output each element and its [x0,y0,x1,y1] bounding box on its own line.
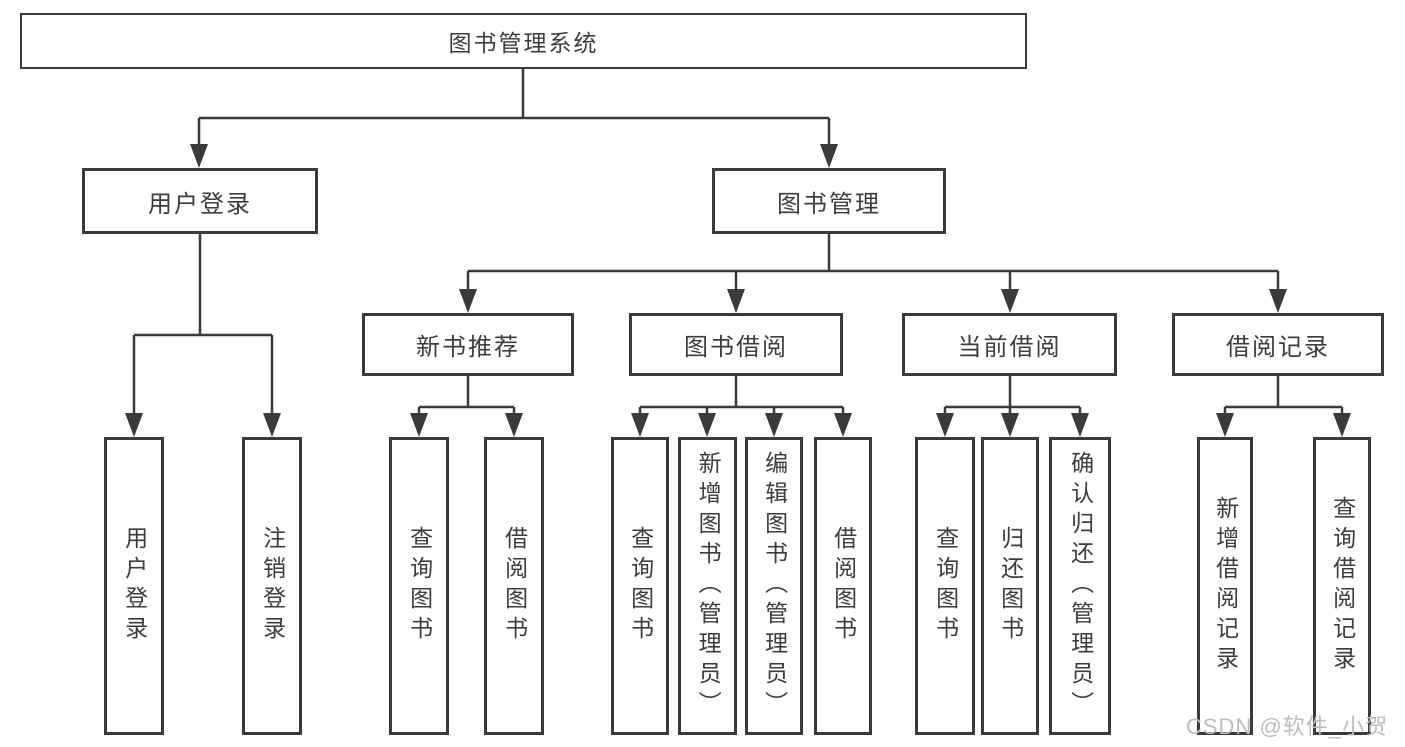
leaf-records-query-record: 查询借阅记录 [1313,437,1371,735]
leaf-borrow-borrow-books: 借阅图书 [814,437,872,735]
node-new-book-recommend: 新书推荐 [362,313,574,376]
arrowheads [125,144,1351,437]
leaf-recommend-query-books: 查询图书 [389,437,449,735]
node-user-login: 用户登录 [82,168,318,234]
leaf-recommend-borrow-books: 借阅图书 [484,437,544,735]
csdn-watermark: CSDN @软件_小贺同学 [1186,714,1389,747]
node-root: 图书管理系统 [20,13,1027,69]
leaf-records-add-record: 新增借阅记录 [1197,437,1253,735]
node-book-borrow: 图书借阅 [629,313,843,376]
leaf-borrow-query-books: 查询图书 [611,437,669,735]
leaf-current-return-books: 归还图书 [981,437,1039,735]
leaf-borrow-edit-books-admin: 编辑图书（管理员） [745,437,803,735]
leaf-current-query-books: 查询图书 [915,437,975,735]
node-book-management: 图书管理 [712,168,946,234]
node-borrow-records: 借阅记录 [1172,313,1384,376]
leaf-current-confirm-return-admin: 确认归还（管理员） [1049,437,1111,735]
leaf-logout: 注销登录 [242,437,302,735]
node-current-borrow: 当前借阅 [902,313,1117,376]
leaf-user-login: 用户登录 [104,437,164,735]
leaf-borrow-add-books-admin: 新增图书（管理员） [678,437,737,735]
